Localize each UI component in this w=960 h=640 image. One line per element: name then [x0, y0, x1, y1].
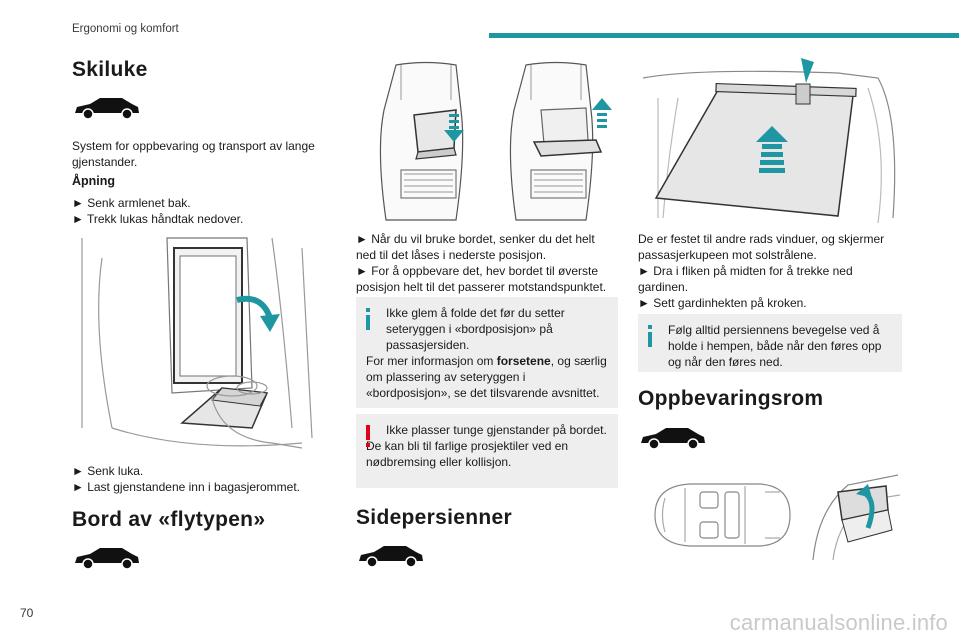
storage-compartment-illustration [812, 474, 901, 561]
header-section-title: Ergonomi og komfort [72, 23, 179, 35]
step-pull-tab: ► Dra i fliken på midten for å trekke ne… [638, 264, 853, 294]
step-lower-table: ► Når du vil bruke bordet, senker du det… [356, 232, 595, 262]
sunblind-illustration [642, 58, 896, 224]
section-title-sidepersienner: Sidepersienner [356, 506, 512, 529]
info-note-text: For mer informasjon om [366, 354, 497, 368]
warning-note-line1: Ikke plasser tunge gjenstander på bordet… [386, 423, 607, 437]
step-lower-hatch: ► Senk luka. [72, 464, 144, 478]
info-note-bold-link: forsetene [496, 354, 551, 368]
step-lower-armrest: ► Senk armlenet bak. [72, 196, 191, 210]
car-silhouette-icon [359, 546, 423, 568]
warning-icon [366, 425, 370, 447]
info-note-sunblind: Følg alltid persiennens bevegelse ved å … [638, 314, 902, 372]
step-raise-table: ► For å oppbevare det, hev bordet til øv… [356, 264, 607, 294]
info-icon [366, 308, 370, 330]
info-note-table-line2: For mer informasjon om forsetene, og sær… [366, 353, 608, 401]
airplane-table-illustration [379, 61, 612, 221]
subheading-apning: Åpning [72, 174, 116, 188]
info-note-table: Ikke glem å folde det før du setter sete… [356, 297, 618, 408]
warning-note-table: Ikke plasser tunge gjenstander på bordet… [356, 414, 618, 488]
section-title-bord: Bord av «flytypen» [72, 508, 266, 531]
header-accent-bar [489, 33, 959, 38]
page-number: 70 [20, 606, 34, 620]
step-attach-hook: ► Sett gardinhekten på kroken. [638, 296, 807, 310]
sunblind-intro: De er festet til andre rads vinduer, og … [638, 232, 885, 262]
ski-hatch-illustration [81, 237, 313, 449]
car-topview-illustration [654, 483, 791, 547]
info-note-text: , og særlig om plassering av seteryggen … [366, 354, 607, 400]
step-load-items: ► Last gjenstandene inn i bagasjerommet. [72, 480, 301, 494]
info-note-table-line1: Ikke glem å folde det før du setter sete… [386, 306, 565, 352]
section-title-skiluke: Skiluke [72, 58, 148, 81]
section-title-oppbevaringsrom: Oppbevaringsrom [638, 387, 824, 410]
skiluke-intro: System for oppbevaring og transport av l… [72, 139, 315, 169]
warning-note-line2: De kan bli til farlige prosjektiler ved … [366, 439, 569, 469]
car-silhouette-icon [75, 98, 139, 120]
car-silhouette-icon [641, 428, 705, 450]
info-note-sunblind-text: Følg alltid persiennens bevegelse ved å … [668, 323, 882, 369]
step-pull-handle: ► Trekk lukas håndtak nedover. [72, 212, 244, 226]
info-icon [648, 325, 652, 347]
watermark-text: carmanualsonline.info [729, 610, 948, 635]
car-silhouette-icon [75, 548, 139, 570]
